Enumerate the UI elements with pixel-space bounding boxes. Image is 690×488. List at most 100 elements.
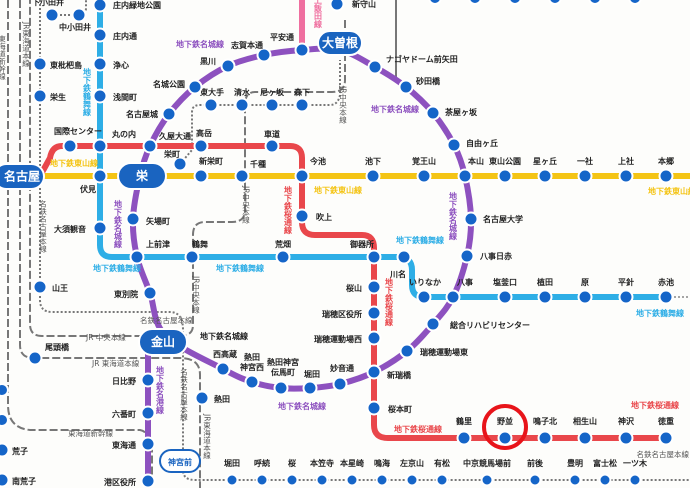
station-dot[interactable]	[468, 0, 482, 5]
station[interactable]: 豊明	[567, 458, 583, 487]
station[interactable]: 平安通	[270, 32, 310, 58]
station[interactable]: 中京競馬場前	[463, 458, 511, 487]
station-dot[interactable]	[405, 473, 419, 487]
station-dot[interactable]	[375, 473, 389, 487]
station[interactable]: 森下	[294, 87, 310, 113]
hub-station[interactable]: 名古屋	[0, 163, 45, 190]
hub-badge[interactable]	[138, 328, 188, 356]
station-dot[interactable]	[255, 473, 269, 487]
station-dot[interactable]	[366, 249, 382, 265]
station[interactable]: 大須観音	[54, 220, 108, 236]
station-dot[interactable]	[416, 168, 432, 184]
station-dot[interactable]	[416, 289, 432, 305]
station[interactable]: 本笠寺	[309, 458, 334, 487]
station[interactable]: 矢場町	[125, 211, 171, 227]
station[interactable]: 新栄町	[193, 156, 224, 184]
station-dot[interactable]	[366, 330, 382, 346]
station-dot[interactable]	[628, 0, 642, 5]
station[interactable]: ナゴヤドーム前矢田	[367, 54, 458, 75]
station-dot[interactable]	[294, 97, 310, 113]
station-dot[interactable]	[435, 473, 449, 487]
station-dot[interactable]	[658, 289, 674, 305]
station-dot[interactable]	[508, 0, 522, 5]
station[interactable]: 庄内緑地公園	[92, 0, 162, 13]
station[interactable]: 名古屋城	[126, 106, 177, 122]
station-dot[interactable]	[367, 59, 383, 75]
station[interactable]: 瑞穂運動場西	[314, 330, 382, 346]
station-dot[interactable]	[537, 430, 553, 446]
station[interactable]: 東別院	[114, 285, 158, 301]
station-dot[interactable]	[256, 47, 272, 63]
station-dot[interactable]	[142, 138, 158, 154]
station[interactable]: 新瑞橋	[366, 364, 412, 381]
station-dot[interactable]	[399, 343, 415, 359]
station-dot[interactable]	[456, 430, 472, 446]
station-dot[interactable]	[463, 211, 479, 227]
station[interactable]: 志賀本通	[231, 40, 272, 63]
station-dot[interactable]	[480, 473, 494, 487]
station[interactable]: 砂田橋	[398, 76, 441, 95]
station[interactable]: 左京山	[399, 458, 424, 487]
station-dot[interactable]	[445, 289, 461, 305]
station[interactable]: 八事	[445, 277, 474, 305]
station[interactable]: 栄生	[32, 88, 67, 104]
station-dot[interactable]	[0, 413, 9, 427]
station-dot[interactable]	[577, 430, 593, 446]
station[interactable]: 相生山	[573, 416, 597, 446]
station-dot[interactable]	[457, 168, 473, 184]
station[interactable]: 塩釜口	[493, 277, 517, 305]
station-dot[interactable]	[302, 380, 318, 396]
station[interactable]: 熱田	[194, 390, 231, 406]
station[interactable]: 御器所	[349, 239, 382, 265]
station[interactable]: 山王	[32, 279, 69, 295]
station[interactable]: 荒子	[0, 442, 28, 458]
station[interactable]: 呼続	[254, 458, 270, 487]
station[interactable]: 桜	[285, 458, 299, 487]
station[interactable]: 覚王山	[411, 156, 436, 184]
station-dot[interactable]	[273, 380, 289, 396]
station-dot[interactable]	[577, 289, 593, 305]
station[interactable]: 妙音通	[330, 363, 354, 392]
station[interactable]: 久屋大通	[142, 131, 192, 154]
station-dot[interactable]	[459, 248, 475, 264]
station-dot[interactable]	[658, 168, 674, 184]
station-dot[interactable]	[140, 473, 156, 488]
station-dot[interactable]	[172, 156, 188, 172]
station-dot[interactable]	[497, 289, 513, 305]
station-dot[interactable]	[345, 473, 359, 487]
station-dot[interactable]	[577, 168, 593, 184]
station-dot[interactable]	[140, 405, 156, 421]
station[interactable]: 総合リハビリセンター	[425, 316, 531, 332]
station[interactable]: 黒川	[200, 56, 236, 74]
station[interactable]: 千種	[234, 159, 267, 184]
station-dot[interactable]	[32, 56, 48, 72]
station[interactable]: 日比野	[112, 372, 156, 388]
station[interactable]: 尾頭橋	[27, 342, 70, 366]
station[interactable]: 鳴子北	[533, 416, 557, 446]
station-dot[interactable]	[184, 249, 200, 265]
station-dot[interactable]	[618, 289, 634, 305]
station-dot[interactable]	[142, 285, 158, 301]
station[interactable]: 伏見	[80, 168, 108, 195]
hub-station[interactable]: 大曽根	[317, 30, 363, 56]
station[interactable]: 自由ヶ丘	[446, 137, 499, 153]
station-dot[interactable]	[62, 138, 78, 154]
station[interactable]: 神沢	[618, 416, 635, 446]
station[interactable]: 東山公園	[489, 156, 521, 184]
station[interactable]: 星ヶ丘	[533, 156, 557, 184]
station-dot[interactable]	[140, 436, 156, 452]
station[interactable]: 栄町	[163, 149, 188, 172]
station[interactable]: 八事日赤	[459, 248, 513, 264]
station-dot[interactable]	[332, 376, 348, 392]
station-dot[interactable]	[92, 220, 108, 236]
hub-badge[interactable]	[159, 449, 201, 473]
station-dot[interactable]	[628, 473, 642, 487]
station-dot[interactable]	[588, 0, 602, 5]
station[interactable]: 平針	[618, 277, 634, 305]
station-dot[interactable]	[366, 279, 382, 295]
station[interactable]: 名城公園	[153, 79, 203, 95]
station[interactable]: 桜山	[346, 279, 382, 295]
station-dot[interactable]	[125, 211, 141, 227]
station[interactable]: 瑞穂運動場東	[399, 343, 469, 359]
